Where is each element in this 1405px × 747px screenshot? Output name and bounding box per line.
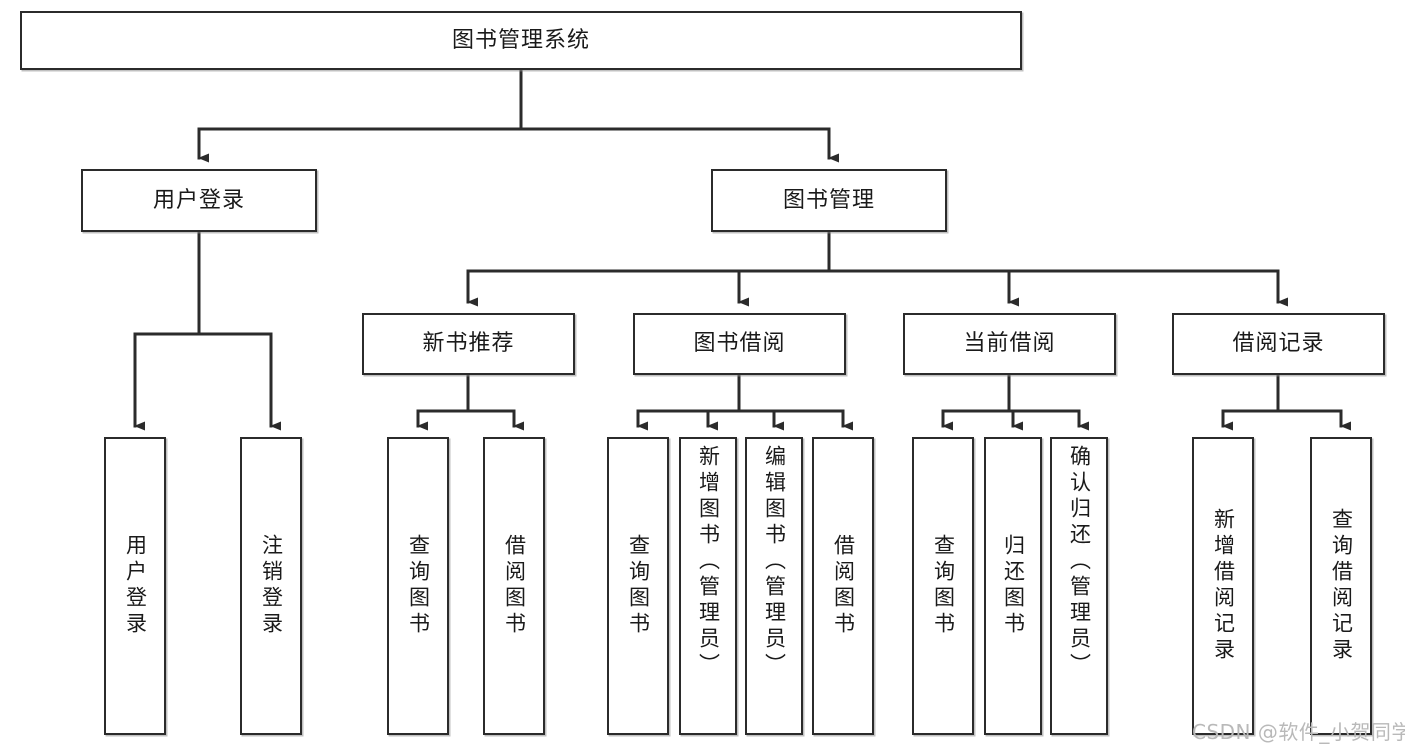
node-label: 图书借阅 — [693, 331, 786, 357]
node-label: 新增借阅记录 — [1211, 508, 1236, 664]
node-label: 编辑图书（管理员） — [762, 445, 787, 679]
node-label: 用户登录 — [152, 187, 245, 213]
node-归还图书[interactable]: 归还图书 — [984, 437, 1042, 735]
node-label: 注销登录 — [259, 534, 284, 638]
node-label: 归还图书 — [1001, 534, 1026, 638]
node-label: 查询图书 — [406, 534, 431, 638]
node-借阅图书[interactable]: 借阅图书 — [812, 437, 874, 735]
node-查询借阅记录[interactable]: 查询借阅记录 — [1310, 437, 1372, 735]
node-label: 用户登录 — [123, 534, 148, 638]
node-图书管理[interactable]: 图书管理 — [711, 169, 947, 232]
node-label: 借阅图书 — [502, 534, 527, 638]
node-确认归还管理员[interactable]: 确认归还（管理员） — [1050, 437, 1108, 735]
node-查询图书[interactable]: 查询图书 — [912, 437, 974, 735]
node-新书推荐[interactable]: 新书推荐 — [362, 313, 575, 375]
node-注销登录[interactable]: 注销登录 — [240, 437, 302, 735]
node-label: 新增图书（管理员） — [696, 445, 721, 679]
node-用户登录[interactable]: 用户登录 — [81, 169, 317, 232]
node-label: 借阅记录 — [1232, 331, 1325, 357]
node-label: 当前借阅 — [963, 331, 1056, 357]
node-label: 查询借阅记录 — [1329, 508, 1354, 664]
node-label: 确认归还（管理员） — [1067, 445, 1092, 679]
node-label: 借阅图书 — [831, 534, 856, 638]
node-label: 图书管理 — [782, 187, 875, 213]
node-label: 新书推荐 — [422, 331, 515, 357]
node-查询图书[interactable]: 查询图书 — [607, 437, 669, 735]
node-图书借阅[interactable]: 图书借阅 — [633, 313, 846, 375]
node-用户登录[interactable]: 用户登录 — [104, 437, 166, 735]
node-root-图书管理系统[interactable]: 图书管理系统 — [20, 11, 1022, 70]
node-查询图书[interactable]: 查询图书 — [387, 437, 449, 735]
node-label: 查询图书 — [626, 534, 651, 638]
node-label: 查询图书 — [931, 534, 956, 638]
node-借阅图书[interactable]: 借阅图书 — [483, 437, 545, 735]
watermark-text: CSDN @软件_小贺同学 — [1192, 720, 1405, 744]
node-新增借阅记录[interactable]: 新增借阅记录 — [1192, 437, 1254, 735]
node-编辑图书管理员[interactable]: 编辑图书（管理员） — [745, 437, 803, 735]
node-label: 图书管理系统 — [451, 27, 590, 53]
node-借阅记录[interactable]: 借阅记录 — [1172, 313, 1385, 375]
node-当前借阅[interactable]: 当前借阅 — [903, 313, 1116, 375]
node-新增图书管理员[interactable]: 新增图书（管理员） — [679, 437, 737, 735]
